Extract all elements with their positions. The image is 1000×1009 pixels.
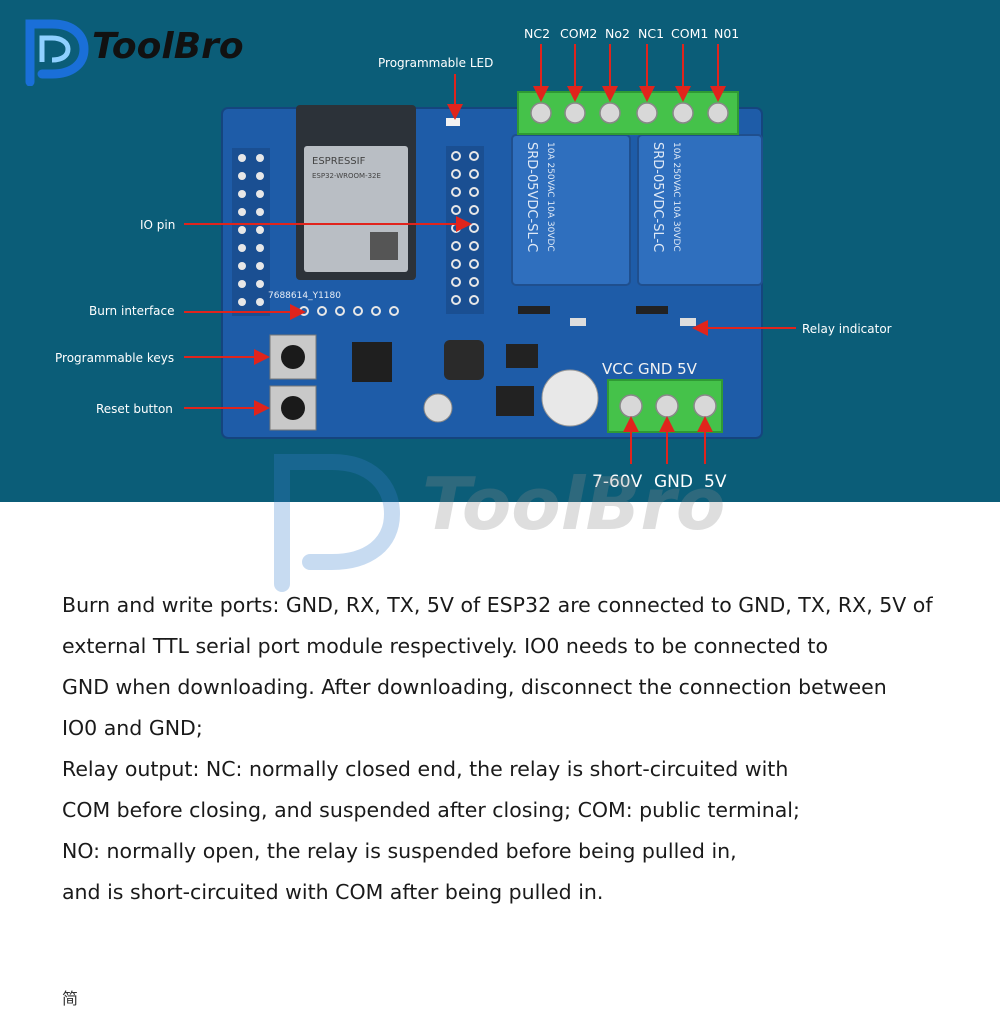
terminal-label-nc1: NC1 xyxy=(638,26,665,41)
footer-fragment: 简 xyxy=(62,989,79,1008)
watermark-text: ToolBro xyxy=(422,462,726,546)
relay-2-model-silk: SRD-05VDC-SL-C xyxy=(650,142,665,252)
description-line: COM before closing, and suspended after … xyxy=(62,798,800,822)
module-model-silk: ESP32-WROOM-32E xyxy=(312,172,381,180)
terminal-label-com1: COM1 xyxy=(671,26,709,41)
regulator-chip xyxy=(352,342,392,382)
small-capacitor xyxy=(423,393,453,423)
relay-indicator-leds xyxy=(518,306,696,326)
relay-1-rating-silk: 10A 250VAC 10A 30VDC xyxy=(545,142,555,252)
driver-chip xyxy=(496,386,534,416)
callout-arrows xyxy=(184,44,796,464)
watermark: ToolBro xyxy=(262,444,762,594)
brand-logo-text: ToolBro xyxy=(92,26,244,67)
board-illustration: ESPRESSIF ESP32-WROOM-32E SRD-05VDC-S xyxy=(184,44,796,464)
terminal-label-nc2: NC2 xyxy=(524,26,551,41)
relay-1: SRD-05VDC-SL-C 10A 250VAC 10A 30VDC xyxy=(511,134,631,286)
description-line: GND when downloading. After downloading,… xyxy=(62,675,887,699)
electrolytic-capacitor xyxy=(541,369,599,427)
programmable-key-component xyxy=(269,334,317,380)
label-io-pin: IO pin xyxy=(140,218,176,232)
diode xyxy=(506,344,538,368)
watermark-logo-icon xyxy=(274,454,401,592)
inductor xyxy=(444,340,484,380)
description-line: Burn and write ports: GND, RX, TX, 5V of… xyxy=(62,593,933,617)
power-label-gnd: GND xyxy=(654,472,693,492)
reset-button-component xyxy=(269,385,317,431)
label-burn-interface: Burn interface xyxy=(89,304,175,318)
right-io-header xyxy=(446,146,484,314)
description-line: and is short-circuited with COM after be… xyxy=(62,880,604,904)
label-relay-indicator: Relay indicator xyxy=(802,322,892,336)
description-line: IO0 and GND; xyxy=(62,716,203,740)
power-label-5v: 5V xyxy=(704,472,727,492)
power-silk: VCC GND 5V xyxy=(602,360,698,378)
esp32-module: ESPRESSIF ESP32-WROOM-32E xyxy=(296,105,416,280)
label-reset-button: Reset button xyxy=(96,402,173,416)
terminal-label-n01: N01 xyxy=(714,26,740,41)
toolbro-logo-icon xyxy=(25,19,89,86)
terminal-label-com2: COM2 xyxy=(560,26,598,41)
description-line: Relay output: NC: normally closed end, t… xyxy=(62,757,789,781)
power-label-input: 7-60V xyxy=(592,472,643,492)
board-id-silk: 7688614_Y1180 xyxy=(268,291,341,301)
label-programmable-keys: Programmable keys xyxy=(55,351,175,365)
left-io-header xyxy=(232,148,270,316)
label-programmable-led: Programmable LED xyxy=(378,56,494,70)
terminal-label-no2: No2 xyxy=(605,26,630,41)
description-line: NO: normally open, the relay is suspende… xyxy=(62,839,737,863)
programmable-led-component xyxy=(446,118,460,126)
module-brand-silk: ESPRESSIF xyxy=(312,156,366,167)
relay-2-rating-silk: 10A 250VAC 10A 30VDC xyxy=(671,142,681,252)
product-photo: ESPRESSIF ESP32-WROOM-32E SRD-05VDC-S xyxy=(0,0,1000,502)
relay-1-model-silk: SRD-05VDC-SL-C xyxy=(524,142,539,252)
relay-2: SRD-05VDC-SL-C 10A 250VAC 10A 30VDC xyxy=(637,134,763,286)
description-text: Burn and write ports: GND, RX, TX, 5V of… xyxy=(62,585,992,913)
description-line: external TTL serial port module respecti… xyxy=(62,634,828,658)
relay-terminal-block xyxy=(517,91,739,135)
